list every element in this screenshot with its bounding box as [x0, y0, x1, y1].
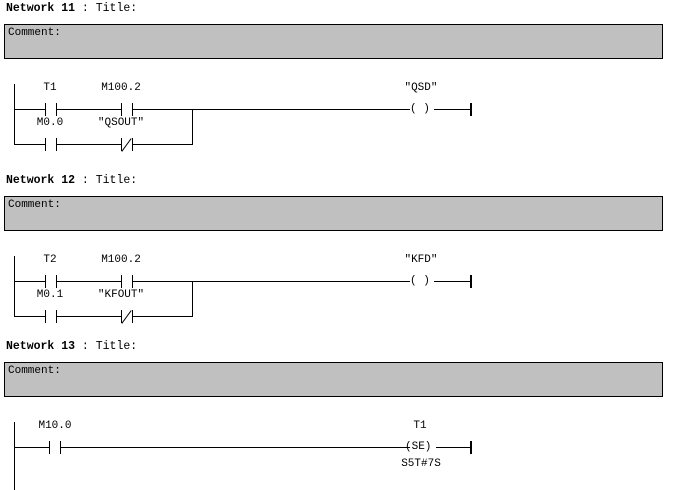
network-title-11: Title:: [95, 2, 138, 15]
contact-m100-2-b[interactable]: [121, 275, 133, 288]
wire-qsout-to-junction: [133, 144, 193, 145]
contact-t2[interactable]: [45, 275, 57, 288]
wire-kfout-to-junction: [133, 316, 193, 317]
wire-m1002-to-junction: [133, 109, 193, 110]
network-label-11: Network 11: [6, 2, 76, 15]
wire-rail-to-t1: [14, 109, 45, 110]
network-comment-box-12[interactable]: Comment:: [4, 196, 663, 231]
right-power-rail-13: [470, 441, 472, 454]
branch-junction-11: [192, 109, 193, 145]
network-label-12: Network 12: [6, 174, 76, 187]
timer-coil-se[interactable]: (SE): [405, 441, 432, 453]
network-title-12: Title:: [95, 174, 138, 187]
network-label-13: Network 13: [6, 340, 76, 353]
timer-preset-value: S5T#7S: [401, 458, 441, 470]
contact-kfout[interactable]: [121, 310, 133, 324]
contact-t1[interactable]: [45, 103, 57, 116]
coil-qsd[interactable]: ( ): [410, 103, 430, 115]
network-header-13: Network 13 : Title:: [6, 340, 137, 353]
branch-junction-12: [192, 281, 193, 317]
wire-rail-to-m0-1: [14, 316, 45, 317]
left-power-rail-11: [14, 84, 15, 144]
wire-timer-to-right-rail-13: [436, 447, 470, 448]
contact-qsout[interactable]: [121, 138, 133, 152]
coil-label-qsd: "QSD": [404, 82, 438, 94]
network-comment-text-11: Comment:: [8, 27, 61, 39]
network-separator-11: :: [75, 2, 96, 15]
network-separator-13: :: [75, 340, 96, 353]
wire-m0-0-to-qsout: [57, 144, 121, 145]
contact-label-m100-2-b: M100.2: [101, 254, 141, 266]
contact-label-t1: T1: [43, 82, 57, 94]
contact-label-qsout: "QSOUT": [97, 117, 145, 129]
contact-label-m10-0: M10.0: [38, 420, 72, 432]
right-power-rail-12: [470, 275, 472, 288]
wire-rail-to-m10-0: [14, 447, 49, 448]
contact-label-kfout: "KFOUT": [97, 289, 145, 301]
contact-label-t2: T2: [43, 254, 57, 266]
coil-kfd[interactable]: ( ): [410, 275, 430, 287]
wire-t2-to-m1002: [57, 281, 121, 282]
network-title-13: Title:: [95, 340, 138, 353]
left-power-rail-12: [14, 256, 15, 316]
wire-coil-to-right-rail-12: [434, 281, 470, 282]
network-comment-box-13[interactable]: Comment:: [4, 362, 663, 397]
wire-junction-to-coil-qsd: [192, 109, 410, 110]
wire-coil-to-right-rail-11: [434, 109, 470, 110]
contact-m100-2-a[interactable]: [121, 103, 133, 116]
wire-t1-to-m1002: [57, 109, 121, 110]
wire-rail-to-m0-0: [14, 144, 45, 145]
wire-junction-to-coil-kfd: [192, 281, 410, 282]
right-power-rail-11: [470, 103, 472, 116]
contact-m0-1[interactable]: [45, 310, 57, 323]
contact-label-m0-0: M0.0: [36, 117, 64, 129]
wire-rail-to-t2: [14, 281, 45, 282]
network-separator-12: :: [75, 174, 96, 187]
contact-m0-0[interactable]: [45, 138, 57, 151]
wire-m0-1-to-kfout: [57, 316, 121, 317]
network-comment-box-11[interactable]: Comment:: [4, 24, 663, 59]
coil-label-kfd: "KFD": [404, 254, 438, 266]
timer-coil-label-t1: T1: [413, 420, 427, 432]
network-comment-text-12: Comment:: [8, 199, 61, 211]
network-comment-text-13: Comment:: [8, 365, 61, 377]
wire-m1002b-to-junction: [133, 281, 193, 282]
wire-m10-0-to-timer: [61, 447, 410, 448]
network-header-11: Network 11 : Title:: [6, 2, 137, 15]
contact-m10-0[interactable]: [49, 441, 61, 454]
network-header-12: Network 12 : Title:: [6, 174, 137, 187]
contact-label-m100-2-a: M100.2: [101, 82, 141, 94]
left-power-rail-13: [14, 422, 15, 490]
contact-label-m0-1: M0.1: [36, 289, 64, 301]
